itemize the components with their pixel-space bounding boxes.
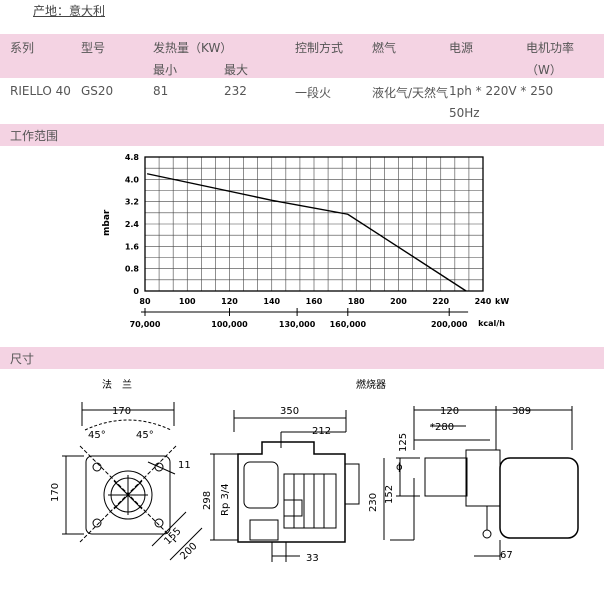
y-tick-label: 0.8	[125, 265, 140, 274]
section-band-working-range	[0, 124, 604, 146]
x-tick-label: 220	[432, 297, 449, 306]
header-series: 系列	[10, 41, 35, 55]
dim-200: 200	[178, 541, 199, 562]
burner-front-view	[383, 406, 579, 560]
dim-hole: 11	[178, 460, 191, 471]
row-power-freq: 50Hz	[449, 106, 480, 120]
dim-flange-width: 170	[112, 406, 131, 417]
burner-side-view	[210, 410, 360, 562]
header-max: 最大	[224, 63, 249, 77]
dim-230: 230	[368, 493, 379, 512]
x2-unit-label: kcal/h	[478, 319, 505, 328]
y-tick-label: 2.4	[125, 220, 140, 229]
chart-grid	[144, 156, 484, 292]
dim-298: 298	[202, 491, 213, 510]
section-dimensions: 尺寸	[10, 352, 35, 366]
dim-212: 212	[312, 426, 331, 437]
x-tick-label: 180	[348, 297, 365, 306]
dim-angle-left: 45°	[88, 430, 106, 441]
dim-389: 389	[512, 406, 531, 417]
x-tick-label: 120	[221, 297, 238, 306]
flange-title: 法 兰	[102, 378, 132, 391]
row-fuel: 液化气/天然气	[372, 86, 449, 100]
dim-phi: ϕ	[396, 462, 403, 473]
table-header-band	[0, 34, 604, 78]
y-tick-label: 4.0	[125, 175, 140, 184]
row-control: 一段火	[295, 86, 332, 100]
y-tick-label: 1.6	[125, 242, 140, 251]
y-tick-label: 3.2	[125, 198, 139, 207]
header-motor: 电机功率	[526, 41, 575, 55]
header-motor-unit: （W）	[526, 63, 562, 77]
x2-tick-label: 130,000	[279, 320, 316, 329]
section-band-dimensions	[0, 347, 604, 369]
origin-label: 产地：意大利	[33, 4, 106, 18]
x2-tick-label: 70,000	[130, 320, 161, 329]
x-tick-label: 100	[179, 297, 196, 306]
x2-tick-label: 160,000	[330, 320, 367, 329]
header-model: 型号	[81, 41, 106, 55]
header-power: 电源	[449, 41, 474, 55]
working-range-chart: 0 0.8 1.6 2.4 3.2 4.0 4.8 80 100 120 140 160 180 200 2…	[102, 153, 509, 329]
y-tick-label: 0	[133, 287, 139, 296]
row-series: RIELLO 40	[10, 84, 71, 98]
y-axis-label: mbar	[102, 209, 112, 236]
dim-flange-height: 170	[50, 483, 61, 502]
header-control: 控制方式	[295, 41, 344, 55]
dimension-drawing: 法 兰 燃烧器 170 45° 45° 11 170 155 200	[50, 378, 579, 564]
header-heat: 发热量（KW）	[153, 41, 233, 55]
row-power: 1ph * 220V * 250	[449, 84, 554, 98]
x-tick-label: 160	[306, 297, 323, 306]
dim-rp: Rp 3/4	[220, 483, 231, 516]
burner-title: 燃烧器	[356, 378, 386, 391]
dim-350: 350	[280, 406, 299, 417]
section-working-range: 工作范围	[10, 129, 59, 143]
dim-120: 120	[440, 406, 459, 417]
x-tick-label: 240	[475, 297, 492, 306]
x-tick-label: 140	[263, 297, 280, 306]
header-fuel: 燃气	[372, 41, 397, 55]
dim-125: 125	[398, 433, 409, 452]
row-max: 232	[224, 84, 247, 98]
x-unit-label: kW	[495, 297, 509, 306]
dim-280: *280	[430, 422, 454, 433]
series-line	[146, 173, 467, 292]
dim-33: 33	[306, 553, 319, 564]
x-tick-label: 80	[139, 297, 151, 306]
chart-frame	[144, 156, 484, 292]
x2-tick-label: 200,000	[431, 320, 468, 329]
row-min: 81	[153, 84, 169, 98]
y-tick-label: 4.8	[125, 153, 140, 162]
flange-view	[62, 402, 203, 561]
x-tick-label: 200	[390, 297, 407, 306]
chart-x2-axis: 70,000 100,000 130,000 160,000 200,000 kcal/h	[130, 308, 505, 329]
chart-ticks: 0 0.8 1.6 2.4 3.2 4.0 4.8 80 100 120 140 160 180 200 2…	[102, 153, 509, 306]
dim-152: 152	[384, 485, 395, 504]
header-min: 最小	[153, 63, 178, 77]
x2-tick-label: 100,000	[211, 320, 248, 329]
dim-155: 155	[162, 526, 183, 547]
row-model: GS20	[81, 84, 114, 98]
dim-angle-right: 45°	[136, 430, 154, 441]
dim-67: 67	[500, 550, 513, 561]
